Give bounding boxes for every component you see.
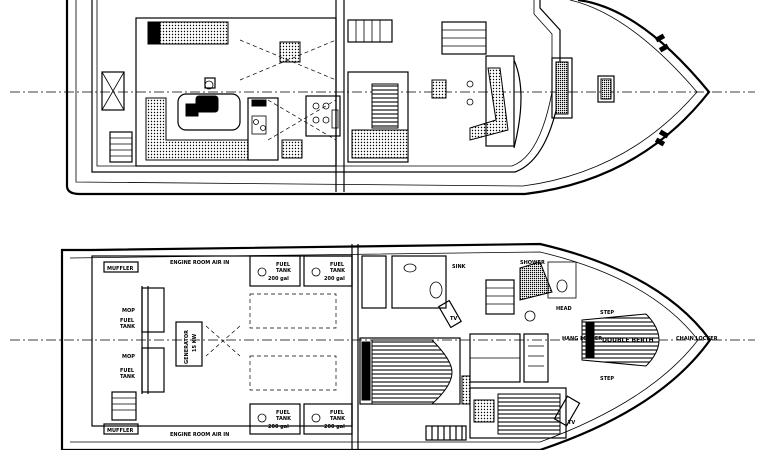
fuel-tank-2-label-b: TANK [330, 268, 346, 274]
aft-head [361, 255, 387, 309]
side-fuel-2: FUEL [120, 368, 135, 374]
muffler-bottom [103, 423, 139, 435]
aft-deck-hatch [101, 71, 125, 111]
side-fuel-1: FUEL [120, 318, 135, 324]
fuel-tank-3-label-b: TANK [276, 416, 292, 422]
fuel-tank-4-label: FUEL [330, 410, 345, 416]
upper-hull-outline [65, 0, 711, 196]
foredeck-hatch [551, 57, 573, 119]
fuel-tank-3-cap: 200 gal [268, 424, 289, 430]
master-berth [371, 339, 453, 405]
lower-deck-plan: MUFFLER MUFFLER ENGINE ROOM AIR IN ENGIN… [10, 242, 755, 450]
tv-1: TV [450, 316, 457, 322]
fuel-tank-1-label: FUEL [276, 262, 291, 268]
main-deck-plan [10, 0, 755, 196]
muffler-top-label: MUFFLER [107, 266, 133, 272]
anchor-hatch [597, 75, 615, 103]
fuel-tank-4-cap: 200 gal [324, 424, 345, 430]
shower-label: SHOWER [520, 260, 545, 266]
engine-air-bottom: ENGINE ROOM AIR IN [170, 432, 229, 438]
chain-locker: CHAIN LOCKER [676, 336, 718, 342]
head-label: HEAD [556, 306, 572, 312]
engine-air-top: ENGINE ROOM AIR IN [170, 260, 229, 266]
fuel-tank-1-cap: 200 gal [268, 276, 289, 282]
fuel-tank-2-cap: 200 gal [324, 276, 345, 282]
muffler-top [103, 261, 139, 273]
side-fuel-2b: TANK [120, 374, 136, 380]
aft-steps [109, 131, 133, 163]
pilothouse-settee [469, 67, 509, 141]
side-fuel-1b: TANK [120, 324, 136, 330]
upper-berth [371, 83, 399, 129]
generator-label: GENERATOR [184, 330, 190, 364]
forward-stairs [347, 19, 393, 43]
fuel-tank-3-label: FUEL [276, 410, 291, 416]
step-2: STEP [600, 376, 614, 382]
fuel-tank-1-label-b: TANK [276, 268, 292, 274]
fuel-tank-2-label: FUEL [330, 262, 345, 268]
v-berth-label: DOUBLE BERTH [602, 337, 654, 344]
forward-stairs-2 [441, 21, 487, 55]
galley [247, 97, 279, 161]
fuel-tank-4-label-b: TANK [330, 416, 346, 422]
lower-helm [305, 95, 341, 137]
stbd-engine [141, 347, 165, 393]
dinette-table [177, 93, 241, 131]
generator [175, 321, 203, 367]
step-1: STEP [600, 310, 614, 316]
muffler-bottom-label: MUFFLER [107, 428, 133, 434]
generator-kw: 15 KW [192, 333, 198, 352]
port-engine [141, 287, 165, 333]
hang-locker: HANG LOCKER [562, 336, 602, 342]
shower [519, 261, 553, 301]
tv-2: TV [568, 420, 575, 426]
mop-2: MOP [122, 354, 135, 360]
grille [425, 425, 467, 441]
aft-lower-steps [111, 391, 137, 421]
v-berth [581, 313, 660, 367]
mop-1: MOP [122, 308, 135, 314]
guest-berth [497, 393, 561, 435]
fuel-tank-3 [249, 403, 301, 435]
lower-hull-outline [60, 242, 712, 450]
sink-label: SINK [452, 264, 467, 270]
fuel-tank-1 [249, 255, 301, 287]
settee-upper [159, 21, 229, 45]
